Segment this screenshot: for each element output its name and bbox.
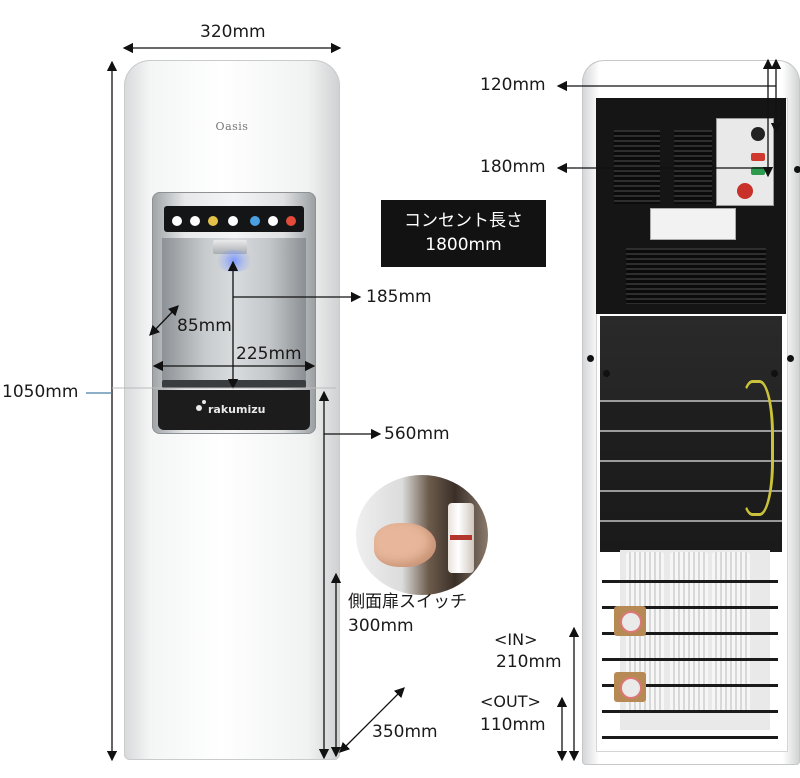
side-switch-height-label: 300mm bbox=[348, 616, 414, 636]
rear-spec-sticker bbox=[650, 208, 736, 240]
vent-grille-upper-left bbox=[614, 130, 660, 204]
control-button-6 bbox=[268, 216, 278, 226]
rear-switch-reset bbox=[737, 183, 753, 199]
dispense-height-label: 560mm bbox=[384, 424, 450, 444]
control-button-4 bbox=[228, 216, 238, 226]
screw-5 bbox=[794, 166, 800, 173]
vent-grille-lower bbox=[626, 248, 766, 304]
brand-logo-icon-dot bbox=[202, 400, 206, 404]
bottom-tubing bbox=[602, 580, 778, 745]
side-switch-label: 側面扉スイッチ bbox=[348, 592, 467, 612]
nozzle-light bbox=[214, 250, 254, 272]
rear-in-label: <IN> bbox=[494, 630, 538, 649]
front-height-label: 1050mm bbox=[2, 382, 79, 402]
control-button-3 bbox=[208, 216, 218, 226]
rear-switch-green bbox=[751, 167, 765, 175]
brand-panel bbox=[158, 390, 310, 430]
control-button-2 bbox=[190, 216, 200, 226]
rear-offset-120-label: 120mm bbox=[480, 75, 546, 95]
control-button-1 bbox=[172, 216, 182, 226]
control-button-7 bbox=[286, 216, 296, 226]
screw-3 bbox=[603, 370, 610, 377]
base-depth-label: 350mm bbox=[372, 722, 438, 742]
space-width-label: 225mm bbox=[236, 344, 302, 364]
rear-in-height-label: 210mm bbox=[496, 652, 562, 672]
yellow-wire bbox=[738, 380, 774, 516]
control-panel bbox=[164, 206, 304, 232]
front-logo: Oasis bbox=[215, 120, 249, 133]
rear-switch-dial bbox=[751, 127, 765, 141]
screw-2 bbox=[787, 355, 794, 362]
hand-image bbox=[374, 523, 436, 567]
out-valve-face bbox=[620, 677, 642, 699]
power-cord-length: 1800mm bbox=[425, 235, 502, 255]
recess-depth-label: 85mm bbox=[177, 316, 232, 336]
power-cord-label-box: コンセント長さ 1800mm bbox=[381, 200, 546, 267]
rear-out-label: <OUT> bbox=[480, 692, 541, 711]
vent-grille-upper-right bbox=[674, 130, 712, 204]
power-cord-label: コンセント長さ bbox=[404, 211, 523, 231]
screw-1 bbox=[587, 355, 594, 362]
filter-band-image bbox=[450, 535, 472, 540]
rear-offset-180-label: 180mm bbox=[480, 157, 546, 177]
space-height-label: 185mm bbox=[366, 287, 432, 307]
front-width-label: 320mm bbox=[200, 22, 266, 42]
control-button-5 bbox=[250, 216, 260, 226]
brand-logo-icon bbox=[196, 405, 202, 411]
drip-tray bbox=[162, 380, 306, 388]
rear-out-height-label: 110mm bbox=[480, 715, 546, 735]
rear-switch-box bbox=[716, 118, 774, 206]
screw-4 bbox=[771, 370, 778, 377]
in-valve-face bbox=[620, 611, 642, 633]
side-switch-photo bbox=[356, 475, 488, 595]
rear-switch-red bbox=[751, 153, 765, 161]
brand-name: rakumizu bbox=[208, 403, 266, 416]
